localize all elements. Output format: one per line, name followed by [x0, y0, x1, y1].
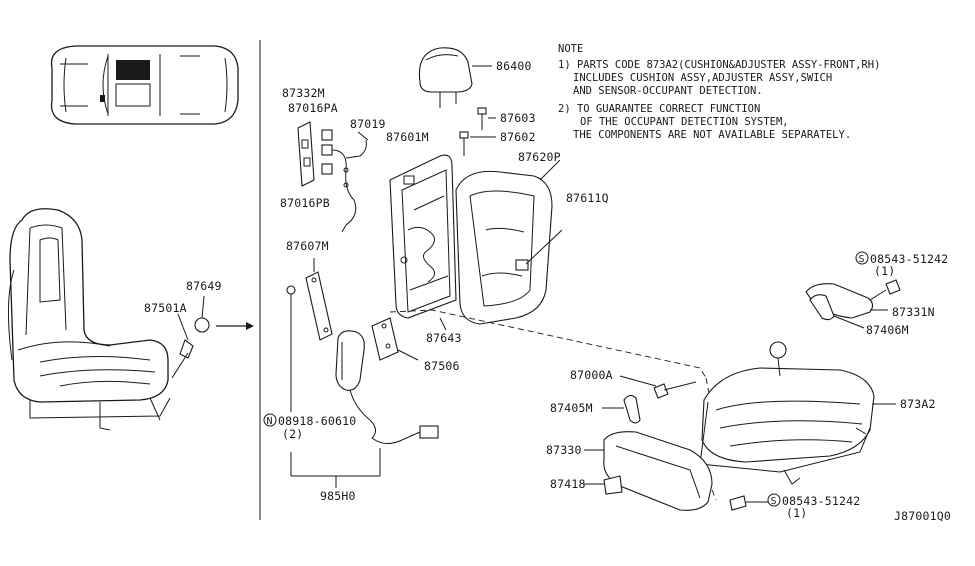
badge-n-circle	[263, 413, 277, 427]
label-87506: 87506	[424, 359, 460, 373]
label-08543-51242-bottom: 08543-51242	[782, 494, 860, 508]
direction-arrow	[216, 322, 254, 330]
seatback-trim-illustration	[455, 159, 563, 325]
label-87501A: 87501A	[144, 301, 187, 315]
lever-knob-illustration	[171, 295, 210, 379]
label-87332M: 87332M	[282, 86, 325, 100]
label-87601M: 87601M	[386, 130, 429, 144]
pointer-87643	[439, 317, 447, 331]
seat-assembly-illustration	[7, 208, 171, 431]
screw-08543-bottom-illustration	[729, 495, 768, 511]
note-title: NOTE	[558, 43, 583, 55]
note-line-5: OF THE OCCUPANT DETECTION SYSTEM,	[580, 116, 789, 128]
label-87607M: 87607M	[286, 239, 329, 253]
assembly-dashed-line-2	[705, 377, 711, 399]
label-08543-qty-top: (1)	[874, 264, 895, 278]
label-87611Q: 87611Q	[566, 191, 609, 205]
headrest-guides-illustration	[459, 107, 496, 156]
assembly-dashed-line-3	[711, 489, 717, 501]
label-87602: 87602	[500, 130, 536, 144]
note-line-1: 1) PARTS CODE 873A2(CUSHION&ADJUSTER ASS…	[558, 59, 880, 71]
seatback-frame-87601M-illustration	[389, 154, 457, 319]
seat-cushion-873A2-illustration	[699, 341, 896, 485]
label-87603: 87603	[500, 111, 536, 125]
label-87418: 87418	[550, 477, 586, 491]
bracket-87607M-illustration	[286, 258, 333, 412]
car-top-view-illustration	[50, 45, 239, 125]
side-cover-87330-illustration	[584, 431, 713, 511]
label-87000A: 87000A	[570, 368, 613, 382]
note-line-6: THE COMPONENTS ARE NOT AVAILABLE SEPARAT…	[573, 129, 851, 141]
switch-harness-illustration	[297, 121, 369, 233]
note-line-2: INCLUDES CUSHION ASSY,ADJUSTER ASSY,SWIC…	[573, 72, 832, 84]
label-08543-51242-top: 08543-51242	[870, 252, 948, 266]
label-87331N: 87331N	[892, 305, 935, 319]
label-87643: 87643	[426, 331, 462, 345]
diagram-code: J87001Q0	[894, 509, 951, 523]
badge-s-circle-bottom	[767, 493, 781, 507]
label-08918-60610: 08918-60610	[278, 414, 356, 428]
note-line-4: 2) TO GUARANTEE CORRECT FUNCTION	[558, 103, 760, 115]
label-87019: 87019	[350, 117, 386, 131]
label-87330: 87330	[546, 443, 582, 457]
badge-s-top: S	[859, 254, 865, 265]
harness-bracket-lines	[290, 448, 381, 488]
side-airbag-illustration	[335, 317, 439, 444]
badge-n: N	[267, 416, 273, 427]
label-87405M: 87405M	[550, 401, 593, 415]
label-08918-qty: (2)	[282, 427, 303, 441]
note-line-3: AND SENSOR-OCCUPANT DETECTION.	[573, 85, 763, 97]
trim-87331N-illustration	[805, 279, 901, 329]
headrest-86400-illustration	[418, 47, 492, 108]
label-08543-qty-bottom: (1)	[786, 506, 807, 520]
assembly-dashed-line	[389, 309, 707, 379]
label-87016PA: 87016PA	[288, 101, 338, 115]
label-87649: 87649	[186, 279, 222, 293]
clip-87405M-illustration	[602, 375, 697, 424]
label-873A2: 873A2	[900, 397, 936, 411]
label-87620P: 87620P	[518, 150, 561, 164]
badge-s-circle-top	[855, 251, 869, 265]
badge-s-bottom: S	[771, 496, 777, 507]
label-87016PB: 87016PB	[280, 196, 330, 210]
label-86400: 86400	[496, 59, 532, 73]
label-87406M: 87406M	[866, 323, 909, 337]
label-985H0: 985H0	[320, 489, 356, 503]
